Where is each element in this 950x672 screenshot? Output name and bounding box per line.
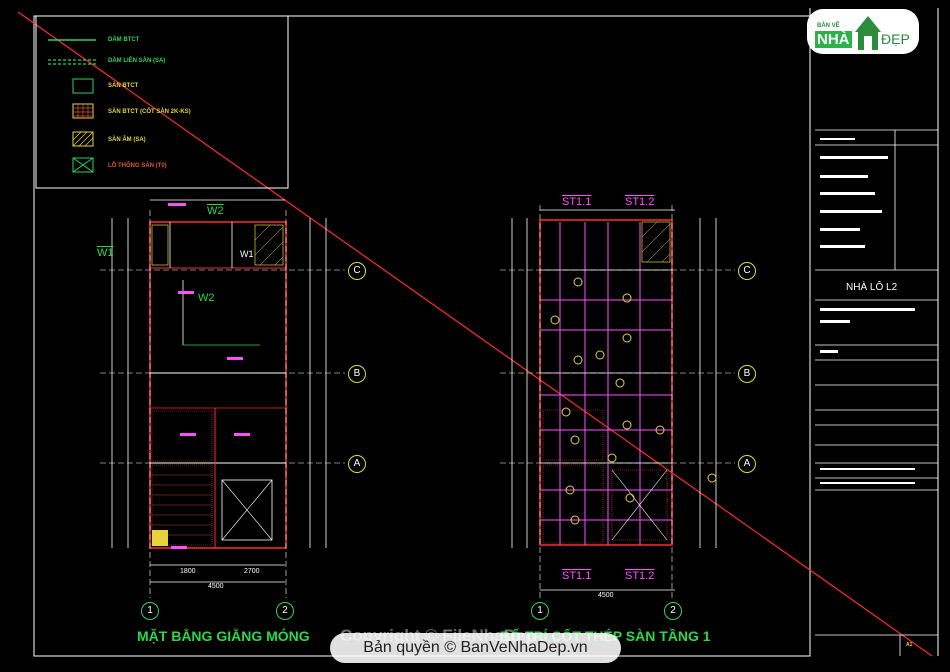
axis-bubble-2-left: 2 — [276, 602, 294, 620]
axis-bubble-c-right: C — [738, 262, 756, 280]
axis-bubble-b-right: B — [738, 365, 756, 383]
dim-bottom-total-left: 4500 — [208, 583, 224, 590]
legend-item-opening: LỖ THÔNG SÀN (T0) — [108, 163, 167, 169]
label-w1-inner: W1 — [240, 249, 254, 259]
right-plan-linework — [500, 205, 735, 598]
brand-logo: BẢN VẼ NHÀ ĐẸP — [807, 9, 919, 54]
legend-item-slab-grid: SÀN BTCT (CỐT SÀN 2K-KS) — [108, 109, 191, 115]
title-left-plan: MẶT BẰNG GIẰNG MÓNG — [137, 628, 310, 644]
label-w2-top: W2 — [207, 205, 224, 217]
house-icon — [855, 16, 881, 50]
logo-brand-b: ĐẸP — [881, 31, 910, 47]
legend-item-slab: SÀN BTCT — [108, 83, 139, 89]
title-block-lines — [815, 129, 938, 656]
legend-item-sunken-slab: SÀN ÂM (SA) — [108, 137, 146, 143]
label-st1-2-top: ST1.2 — [625, 196, 655, 208]
legend-item-beam: DẦM BTCT — [108, 37, 140, 43]
label-st1-2-bottom: ST1.2 — [625, 570, 655, 582]
diagonal-red-line — [17, 11, 933, 657]
title-block-bars — [820, 138, 915, 484]
left-plan-linework — [100, 199, 345, 598]
title-block-sheet-no: A1 — [906, 642, 913, 648]
legend-item-slab-beam: DẦM LIÊN SÀN (SA) — [108, 58, 166, 64]
dim-bottom-b-left: 2700 — [244, 568, 260, 575]
logo-brand-a: NHÀ — [815, 31, 852, 48]
dim-bottom-a-left: 1800 — [180, 568, 196, 575]
axis-bubble-c-left: C — [348, 262, 366, 280]
axis-bubble-2-right: 2 — [664, 602, 682, 620]
axis-bubble-1-right: 1 — [531, 602, 549, 620]
dim-bottom-total-right: 4500 — [598, 592, 614, 599]
axis-bubble-b-left: B — [348, 365, 366, 383]
label-w1: W1 — [97, 247, 114, 259]
logo-small-text: BẢN VẼ — [817, 23, 840, 29]
label-w2-mid: W2 — [198, 292, 215, 304]
axis-bubble-1-left: 1 — [141, 602, 159, 620]
label-st1-1-top: ST1.1 — [562, 196, 592, 208]
axis-bubble-a-right: A — [738, 455, 756, 473]
axis-bubble-a-left: A — [348, 455, 366, 473]
label-st1-1-bottom: ST1.1 — [562, 570, 592, 582]
legend-frame — [35, 15, 289, 189]
title-block-project-name: NHÀ LÔ L2 — [846, 282, 898, 293]
footer-copyright-bar: Bản quyền © BanVeNhaDep.vn — [330, 633, 621, 663]
